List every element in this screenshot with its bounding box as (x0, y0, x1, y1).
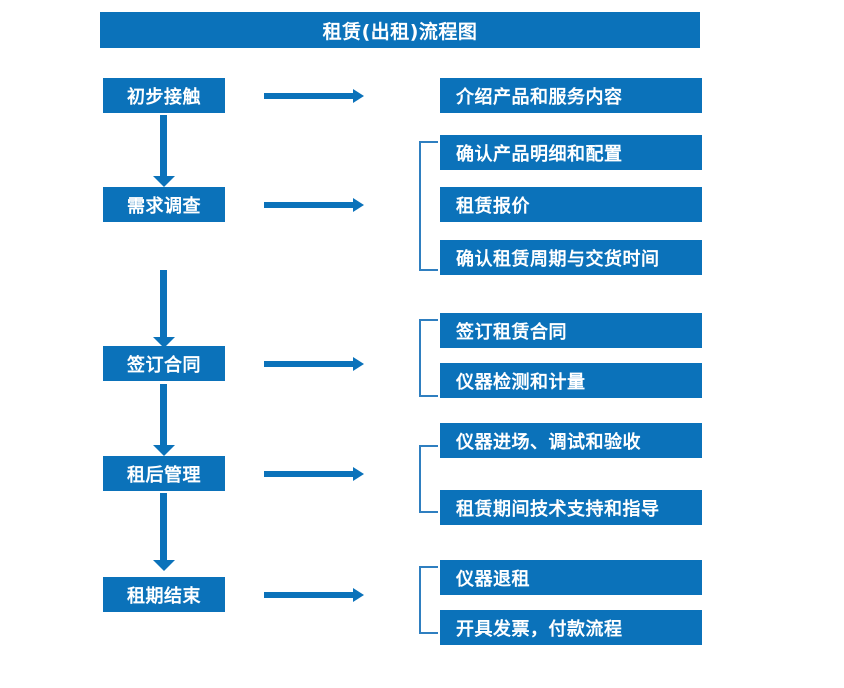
arrow-down-2 (153, 270, 175, 348)
detail-box-9[interactable]: 仪器退租 (440, 560, 702, 595)
bracket-connector-3 (419, 319, 438, 397)
arrow-right-4 (264, 464, 364, 484)
arrow-right-2 (264, 195, 364, 215)
detail-box-4[interactable]: 确认租赁周期与交货时间 (440, 240, 702, 275)
bracket-connector-2 (419, 141, 438, 271)
detail-box-8[interactable]: 租赁期间技术支持和指导 (440, 490, 702, 525)
detail-box-6[interactable]: 仪器检测和计量 (440, 363, 702, 398)
detail-box-10[interactable]: 开具发票，付款流程 (440, 610, 702, 645)
arrow-down-3 (153, 384, 175, 456)
detail-box-3[interactable]: 租赁报价 (440, 187, 702, 222)
stage-box-3[interactable]: 签订合同 (103, 346, 225, 381)
arrow-right-1 (264, 86, 364, 106)
arrow-down-1 (153, 115, 175, 187)
stage-box-5[interactable]: 租期结束 (103, 577, 225, 612)
arrow-right-5 (264, 585, 364, 605)
bracket-connector-5 (419, 566, 438, 634)
detail-box-2[interactable]: 确认产品明细和配置 (440, 135, 702, 170)
diagram-title: 租赁(出租)流程图 (100, 12, 700, 48)
detail-box-5[interactable]: 签订租赁合同 (440, 313, 702, 348)
detail-box-7[interactable]: 仪器进场、调试和验收 (440, 423, 702, 458)
stage-box-4[interactable]: 租后管理 (103, 456, 225, 491)
stage-box-1[interactable]: 初步接触 (103, 78, 225, 113)
detail-box-1[interactable]: 介绍产品和服务内容 (440, 78, 702, 113)
arrow-right-3 (264, 354, 364, 374)
bracket-connector-4 (419, 445, 438, 513)
arrow-down-4 (153, 493, 175, 571)
stage-box-2[interactable]: 需求调查 (103, 187, 225, 222)
